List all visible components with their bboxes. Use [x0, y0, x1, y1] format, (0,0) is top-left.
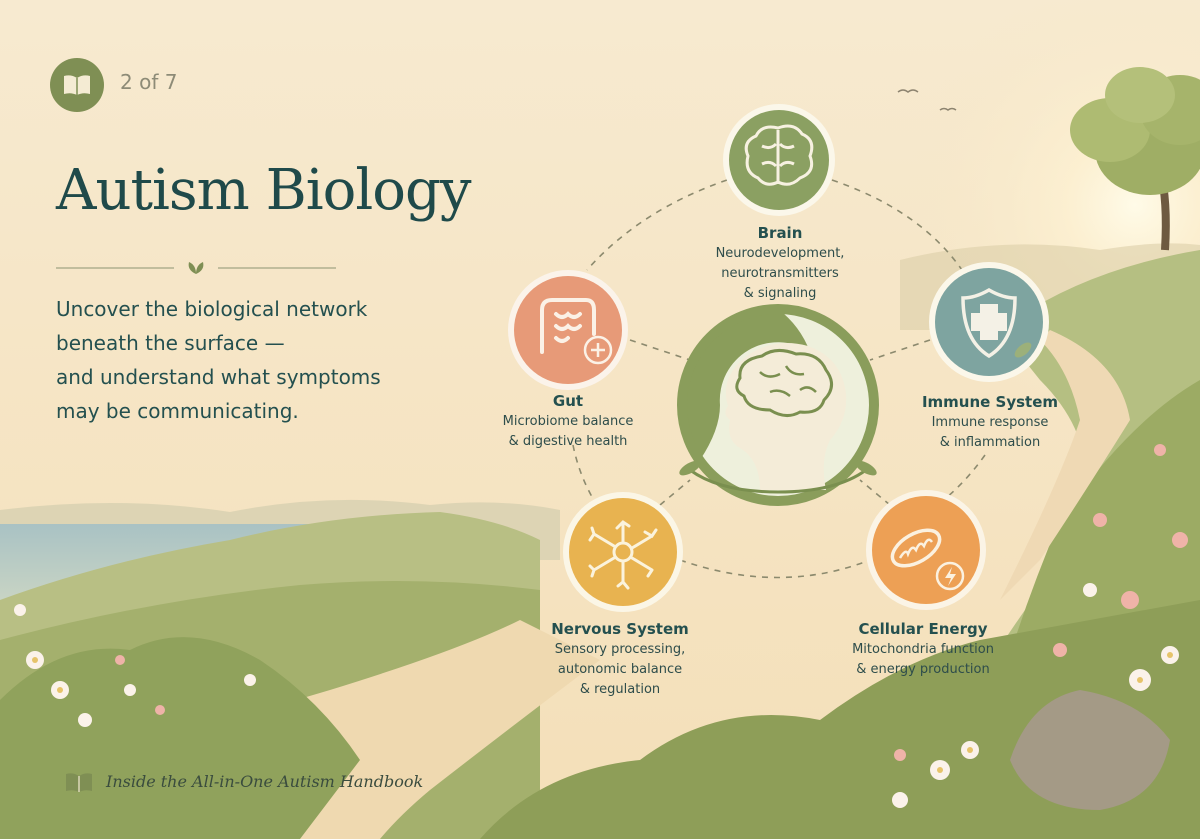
leaf-icon — [188, 262, 204, 274]
node-title: Brain — [757, 224, 803, 242]
subtitle-line: beneath the surface — — [56, 331, 285, 355]
head-with-brain-icon — [725, 343, 847, 490]
footer-caption: Inside the All-in-One Autism Handbook — [106, 772, 424, 791]
description-line: Mitochondria function — [852, 642, 994, 657]
description-line: autonomic balance — [557, 662, 683, 677]
mitochondria-icon — [890, 528, 942, 568]
node-description: Microbiome balance & digestive health — [468, 412, 668, 452]
neuron-icon — [588, 520, 658, 590]
page-title: Autism Biology — [56, 158, 471, 223]
subtitle-line: Uncover the biological network — [56, 297, 368, 321]
node-title: Gut — [552, 392, 584, 410]
nervous-node[interactable] — [563, 492, 683, 612]
brain-label: Brain Neurodevelopment, neurotransmitter… — [640, 224, 920, 304]
node-description: Immune response & inflammation — [890, 413, 1090, 453]
node-description: Neurodevelopment, neurotransmitters & si… — [640, 244, 920, 304]
shield-cross-icon — [961, 287, 1017, 359]
description-line: Immune response — [931, 415, 1049, 430]
description-line: neurotransmitters — [721, 266, 839, 281]
chapter-badge — [50, 58, 104, 112]
description-line: Sensory processing, — [554, 642, 686, 657]
node-title: Cellular Energy — [858, 620, 988, 638]
description-line: Microbiome balance — [502, 414, 634, 429]
node-title: Immune System — [921, 393, 1059, 411]
center-head-circle — [677, 304, 879, 506]
cellular-energy-node[interactable] — [866, 490, 986, 610]
nervous-label: Nervous System Sensory processing, auton… — [520, 620, 720, 700]
subtitle-line: and understand what symptoms — [56, 365, 381, 389]
node-description: Sensory processing, autonomic balance & … — [520, 640, 720, 700]
description-line: & signaling — [743, 286, 817, 301]
subtitle-line: may be communicating. — [56, 399, 299, 423]
node-description: Mitochondria function & energy productio… — [823, 640, 1023, 680]
gut-node[interactable] — [508, 270, 628, 390]
description-line: & energy production — [856, 662, 990, 677]
description-line: & regulation — [579, 682, 661, 697]
brain-icon — [744, 124, 814, 186]
description-line: Neurodevelopment, — [715, 246, 845, 261]
description-line: & digestive health — [508, 434, 628, 449]
immune-node[interactable] — [929, 262, 1049, 382]
cellular-energy-label: Cellular Energy Mitochondria function & … — [823, 620, 1023, 680]
page-indicator: 2 of 7 — [120, 70, 178, 94]
title-divider — [56, 262, 336, 274]
intestine-icon — [540, 298, 596, 354]
immune-label: Immune System Immune response & inflamma… — [890, 393, 1090, 453]
description-line: & inflammation — [939, 435, 1041, 450]
node-title: Nervous System — [551, 620, 689, 638]
subtitle: Uncover the biological network beneath t… — [56, 292, 436, 428]
brain-node[interactable] — [723, 104, 835, 216]
lightning-icon — [945, 567, 956, 586]
book-icon — [64, 75, 90, 95]
book-icon — [66, 773, 92, 792]
gut-label: Gut Microbiome balance & digestive healt… — [468, 392, 668, 452]
